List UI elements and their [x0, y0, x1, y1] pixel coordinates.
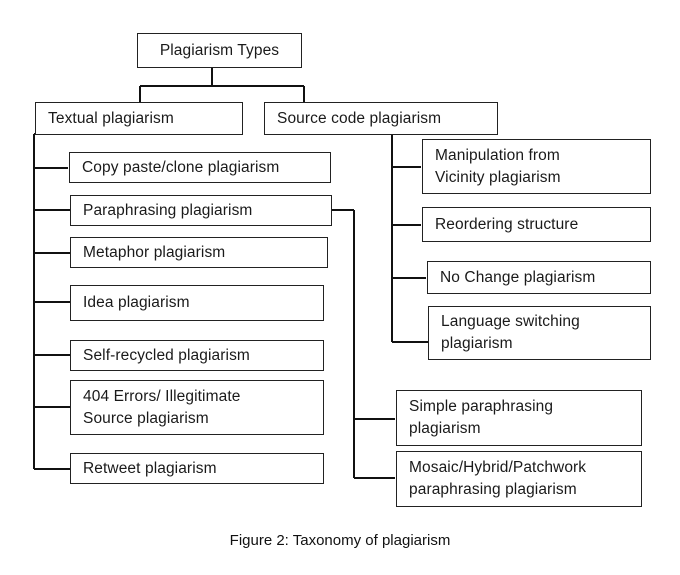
metaphor-node: Metaphor plagiarism — [70, 237, 328, 268]
root-node: Plagiarism Types — [137, 33, 302, 68]
manipulation-vicinity-node: Manipulation from Vicinity plagiarism — [422, 139, 651, 194]
paraphrasing-node: Paraphrasing plagiarism — [70, 195, 332, 226]
retweet-node: Retweet plagiarism — [70, 453, 324, 484]
figure-caption: Figure 2: Taxonomy of plagiarism — [229, 532, 451, 549]
mosaic-hybrid-patchwork-node: Mosaic/Hybrid/Patchwork paraphrasing pla… — [396, 451, 642, 507]
simple-paraphrasing-node: Simple paraphrasing plagiarism — [396, 390, 642, 446]
textual-plagiarism-node: Textual plagiarism — [35, 102, 243, 135]
404-errors-node: 404 Errors/ Illegitimate Source plagiari… — [70, 380, 324, 435]
language-switching-node: Language switching plagiarism — [428, 306, 651, 360]
idea-node: Idea plagiarism — [70, 285, 324, 321]
source-code-plagiarism-node: Source code plagiarism — [264, 102, 498, 135]
reordering-structure-node: Reordering structure — [422, 207, 651, 242]
no-change-node: No Change plagiarism — [427, 261, 651, 294]
copy-paste-clone-node: Copy paste/clone plagiarism — [69, 152, 331, 183]
self-recycled-node: Self-recycled plagiarism — [70, 340, 324, 371]
